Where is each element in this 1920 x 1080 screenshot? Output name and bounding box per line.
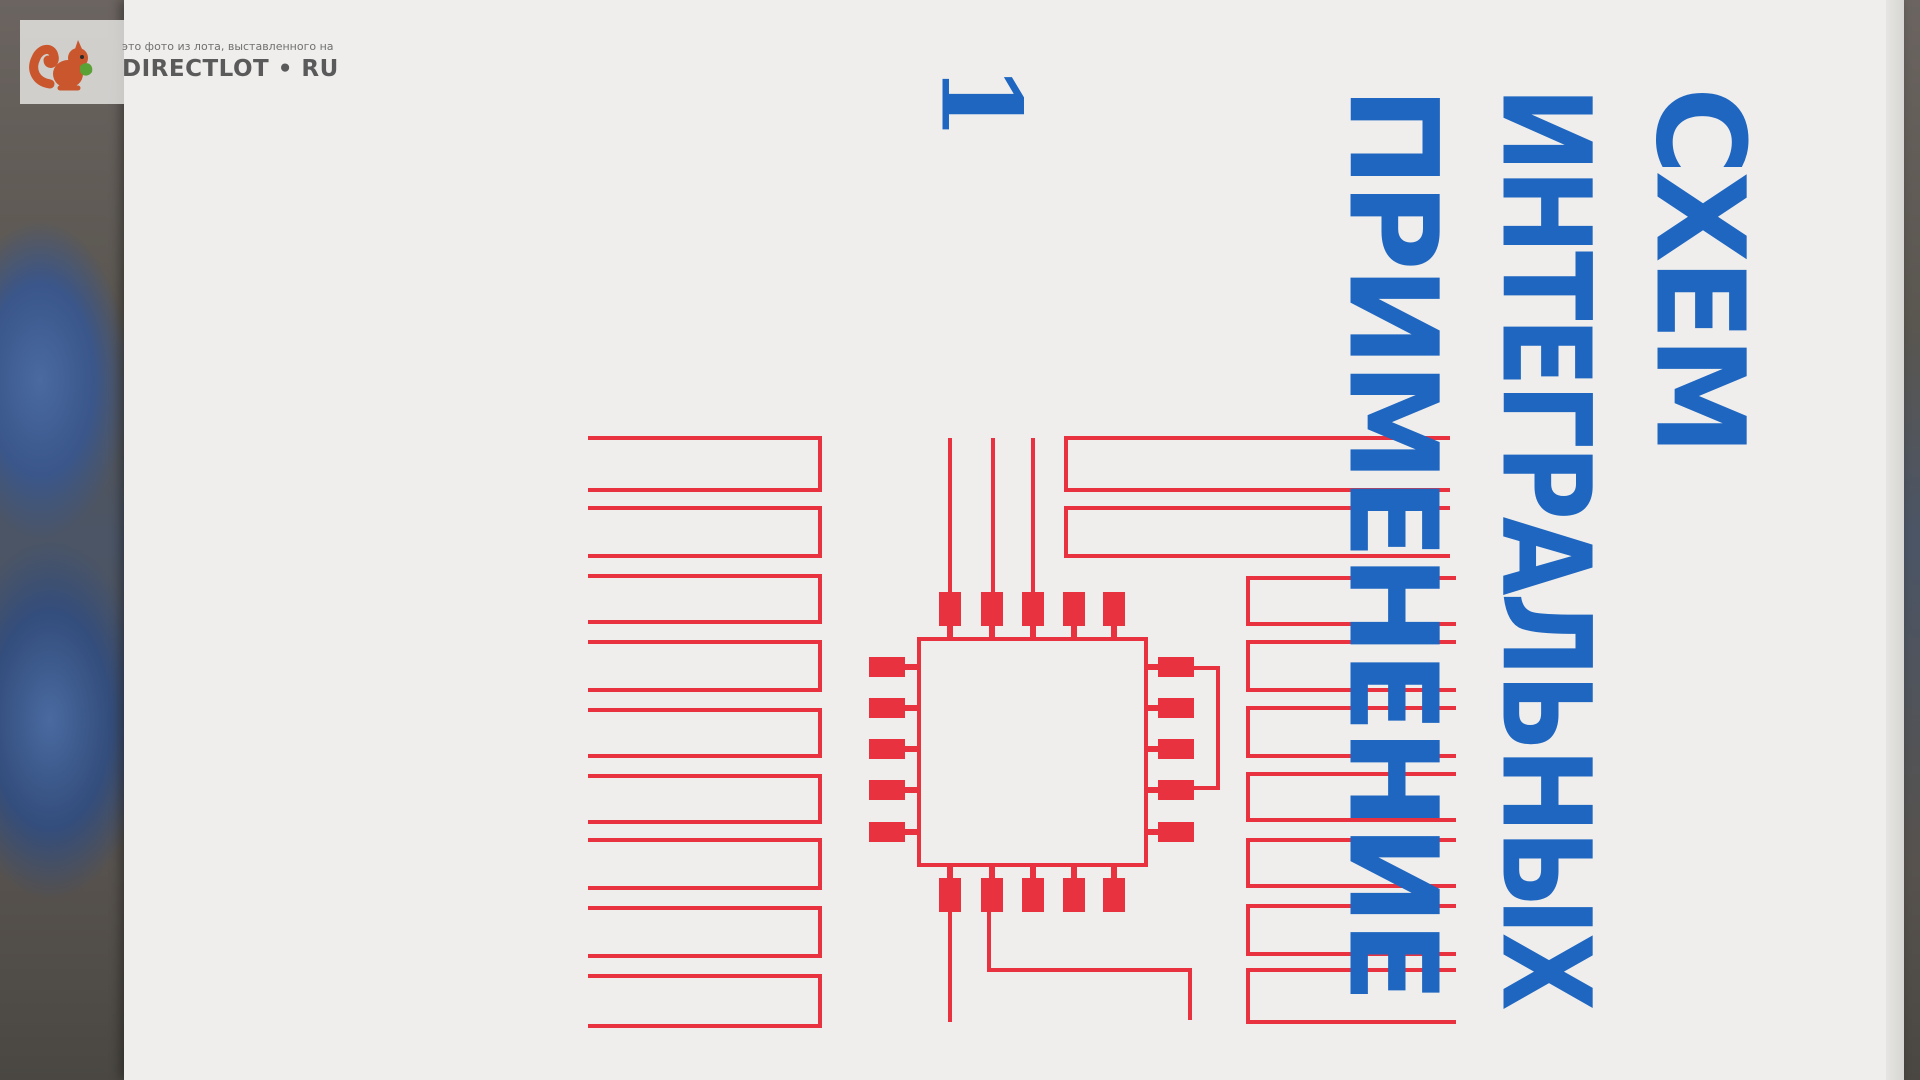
right-trace-3: [1246, 706, 1456, 758]
chip-pin-left-4: [869, 780, 905, 800]
chip-pin-right-4: [1158, 780, 1194, 800]
bottom-lead-2: [987, 905, 1192, 1020]
right-upper-trace-1: [1064, 436, 1450, 492]
chip-pin-bottom-5: [1103, 878, 1125, 912]
right-trace-5: [1246, 838, 1456, 888]
right-trace-6: [1246, 904, 1456, 956]
watermark-brand: DIRECTLOT • RU: [122, 56, 339, 82]
left-trace-2: [588, 506, 822, 558]
left-trace-5: [588, 708, 822, 758]
chip-pin-bottom-4: [1063, 878, 1085, 912]
chip-pin-right-2: [1158, 698, 1194, 718]
right-trace-2: [1246, 640, 1456, 692]
chip-pin-left-1: [869, 657, 905, 677]
chip-pin-right-1: [1158, 657, 1194, 677]
right-trace-7: [1246, 968, 1456, 1024]
right-upper-trace-2: [1064, 506, 1450, 558]
left-trace-4: [588, 640, 822, 692]
chip-pin-right-5: [1158, 822, 1194, 842]
watermark: это фото из лота, выставленного на DIREC…: [20, 20, 365, 104]
right-trace-4: [1246, 772, 1456, 822]
chip-pin-top-2: [981, 592, 1003, 626]
chip-body: [917, 637, 1148, 867]
chip-pin-top-3: [1022, 592, 1044, 626]
left-trace-9: [588, 974, 822, 1028]
right-trace-1: [1246, 576, 1456, 626]
right-loop-trace: [1172, 666, 1220, 790]
squirrel-icon: [29, 40, 93, 91]
cover-edge: [1886, 0, 1904, 1080]
chip-pin-left-5: [869, 822, 905, 842]
chip-pin-left-2: [869, 698, 905, 718]
book-title: ПРИМЕНЕНИЕ ИНТЕГРАЛЬНЫХ СХЕМ: [1321, 87, 1770, 1027]
title-line-2: ИНТЕГРАЛЬНЫХ: [1474, 87, 1617, 1008]
chip-pin-bottom-3: [1022, 878, 1044, 912]
volume-number: 1: [916, 64, 1045, 141]
left-trace-8: [588, 906, 822, 958]
title-line-1: ПРИМЕНЕНИЕ: [1321, 87, 1463, 999]
left-trace-1: [588, 436, 822, 492]
chip-pin-top-5: [1103, 592, 1125, 626]
watermark-caption: это фото из лота, выставленного на: [122, 40, 334, 53]
left-trace-3: [588, 574, 822, 624]
chip-pin-top-1: [939, 592, 961, 626]
left-trace-7: [588, 838, 822, 890]
title-line-3: СХЕМ: [1628, 87, 1770, 452]
volume-number-text: 1: [915, 63, 1045, 141]
left-trace-6: [588, 774, 822, 824]
chip-pin-bottom-1: [939, 878, 961, 912]
book-cover: [124, 0, 1904, 1080]
chip-pin-bottom-2: [981, 878, 1003, 912]
chip-pin-left-3: [869, 739, 905, 759]
chip-pin-top-4: [1063, 592, 1085, 626]
chip-pin-right-3: [1158, 739, 1194, 759]
